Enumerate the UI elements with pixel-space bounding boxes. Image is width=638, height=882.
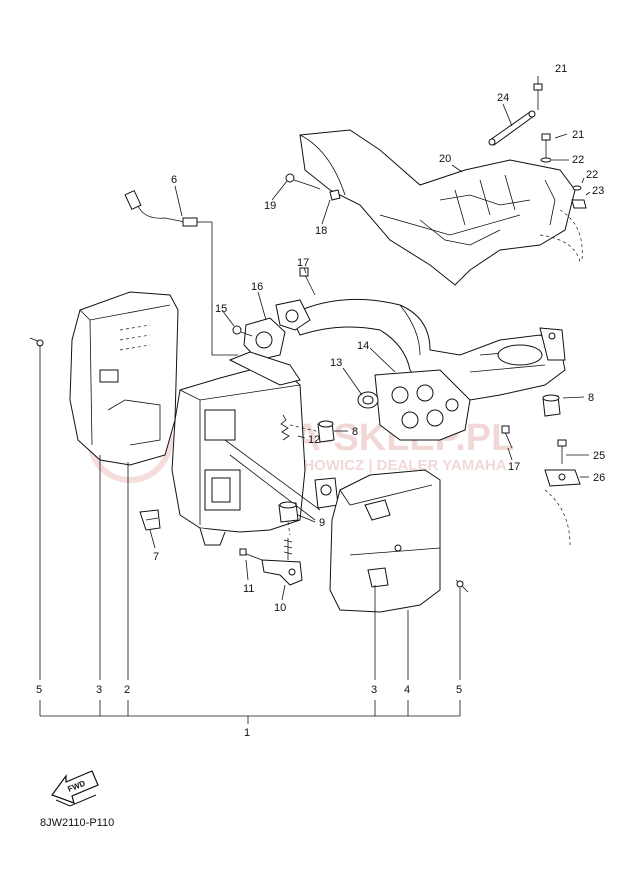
part-bolt-17b	[501, 425, 513, 449]
callout-17b: 17	[508, 461, 520, 473]
part-bolt-19	[285, 173, 341, 201]
part-damper-8b	[542, 394, 561, 417]
part-bracket-26	[544, 469, 581, 546]
part-protector-left	[69, 291, 179, 466]
callout-14: 14	[357, 340, 369, 352]
part-protector-right	[329, 469, 441, 613]
leader-lines	[39, 76, 591, 724]
callout-8b: 8	[588, 392, 594, 404]
part-damper-8a	[317, 420, 335, 443]
callout-11: 11	[243, 583, 254, 595]
callout-20: 20	[439, 153, 451, 165]
part-stay-24	[488, 110, 536, 146]
callout-17a: 17	[297, 257, 309, 269]
callout-labels: 21 24 21 22 22 23 20 6 19 18 17 16 15 14…	[36, 63, 605, 739]
callout-21b: 21	[572, 129, 584, 141]
part-bracket-muffler	[314, 477, 339, 509]
callout-6: 6	[171, 174, 177, 186]
callout-4: 4	[404, 684, 410, 696]
callout-5b: 5	[456, 684, 462, 696]
part-bolts-top	[533, 83, 587, 263]
callout-24: 24	[497, 92, 509, 104]
callout-3b: 3	[371, 684, 377, 696]
callout-9: 9	[319, 517, 325, 529]
callout-8a: 8	[352, 426, 358, 438]
callout-18: 18	[315, 225, 327, 237]
part-exhaust-pipe-14	[289, 298, 566, 401]
callout-3a: 3	[96, 684, 102, 696]
part-gasket-13	[357, 369, 471, 441]
callout-26: 26	[593, 472, 605, 484]
part-screw-5a	[29, 337, 44, 347]
callout-22a: 22	[572, 154, 584, 166]
part-muffler	[171, 351, 321, 546]
part-nut-15	[232, 325, 253, 337]
part-screw-5b	[455, 579, 469, 593]
part-bolt-11	[239, 548, 263, 561]
callout-21a: 21	[555, 63, 567, 75]
callout-22b: 22	[586, 169, 598, 181]
callout-23: 23	[592, 185, 604, 197]
diagram-code: 8JW2110-P110	[40, 817, 114, 829]
part-gasket-16	[243, 299, 311, 361]
part-heat-shield-20	[299, 129, 576, 286]
callout-16: 16	[251, 281, 263, 293]
callout-25: 25	[593, 450, 605, 462]
part-bracket-10	[261, 538, 303, 586]
callout-19: 19	[264, 200, 276, 212]
part-bolt-17a	[299, 267, 316, 296]
fwd-arrow-icon: FWD	[51, 770, 99, 807]
part-sensor-6	[124, 189, 238, 356]
part-damper-9	[278, 501, 299, 536]
watermark-line2: WALICHOWICZ | DEALER YAMAHA	[255, 457, 507, 474]
callout-2: 2	[124, 684, 130, 696]
callout-5a: 5	[36, 684, 42, 696]
callout-10: 10	[274, 602, 286, 614]
part-spring-12	[280, 414, 321, 441]
callout-1: 1	[244, 727, 250, 739]
callout-7: 7	[153, 551, 159, 563]
callout-12: 12	[308, 434, 320, 446]
part-clamp-7	[139, 509, 161, 531]
callout-13: 13	[330, 357, 342, 369]
part-bolt-25	[557, 439, 567, 464]
callout-15: 15	[215, 303, 227, 315]
